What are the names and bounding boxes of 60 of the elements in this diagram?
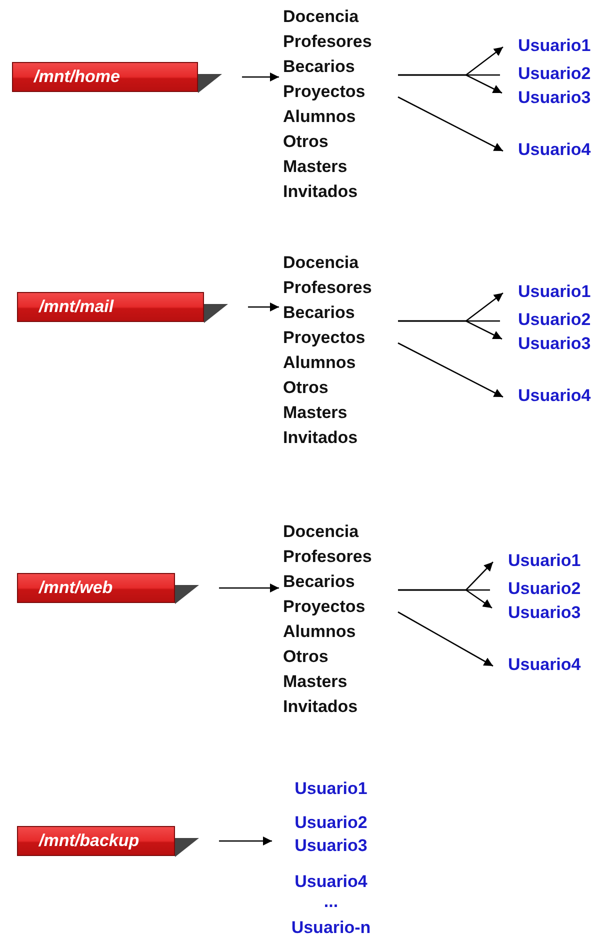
user-name: Usuario1 — [518, 281, 591, 303]
path-label: /mnt/web — [38, 577, 114, 599]
path-label-box — [17, 292, 228, 323]
path-label-box — [17, 573, 199, 604]
user-name: Usuario1 — [518, 35, 591, 57]
path-label-box — [12, 62, 222, 93]
group-name: Becarios — [283, 302, 356, 324]
user-name: Usuario4 — [518, 385, 591, 407]
path-label: /mnt/home — [32, 66, 121, 88]
arrow — [219, 584, 279, 592]
user-name: Usuario1 — [294, 778, 368, 800]
group-name: Becarios — [283, 56, 356, 78]
arrow — [398, 342, 504, 398]
group-name: Proyectos — [283, 327, 366, 349]
group-name: Otros — [283, 377, 330, 399]
arrow — [398, 96, 504, 152]
group-name: Profesores — [283, 31, 373, 53]
group-name: Docencia — [283, 6, 360, 28]
group-name: Docencia — [283, 521, 360, 543]
user-name: Usuario3 — [508, 602, 581, 624]
arrow — [398, 589, 492, 609]
group-name: Masters — [283, 402, 348, 424]
group-name: Alumnos — [283, 352, 357, 374]
group-name: Invitados — [283, 696, 359, 718]
group-name: Docencia — [283, 252, 360, 274]
group-name: Invitados — [283, 427, 359, 449]
group-name: Profesores — [283, 277, 373, 299]
user-name: Usuario2 — [294, 812, 368, 834]
group-name: Profesores — [283, 546, 373, 568]
group-name: Proyectos — [283, 596, 366, 618]
user-name: Usuario3 — [518, 333, 591, 355]
path-label-box — [17, 826, 199, 857]
group-name: Becarios — [283, 571, 356, 593]
group-name: Alumnos — [283, 621, 357, 643]
arrow — [398, 74, 502, 94]
user-name: Usuario4 — [294, 871, 368, 893]
user-name: Usuario2 — [508, 578, 581, 600]
group-name: Masters — [283, 156, 348, 178]
group-name: Alumnos — [283, 106, 357, 128]
user-name: Usuario3 — [518, 87, 591, 109]
user-name: ... — [322, 891, 340, 913]
group-name: Invitados — [283, 181, 359, 203]
arrow — [242, 72, 279, 82]
path-label: /mnt/mail — [38, 296, 115, 318]
user-name: Usuario2 — [518, 63, 591, 85]
group-name: Masters — [283, 671, 348, 693]
user-name: Usuario4 — [518, 139, 591, 161]
arrow — [398, 611, 494, 667]
user-name: Usuario4 — [508, 654, 581, 676]
group-name: Otros — [283, 646, 330, 668]
arrow — [248, 302, 279, 312]
group-name: Proyectos — [283, 81, 366, 103]
user-name: Usuario-n — [290, 917, 372, 939]
user-name: Usuario2 — [518, 309, 591, 331]
user-name: Usuario1 — [508, 550, 581, 572]
arrow — [219, 836, 272, 846]
arrow — [398, 320, 502, 340]
group-name: Otros — [283, 131, 330, 153]
path-label: /mnt/backup — [38, 830, 140, 852]
user-name: Usuario3 — [294, 835, 368, 857]
